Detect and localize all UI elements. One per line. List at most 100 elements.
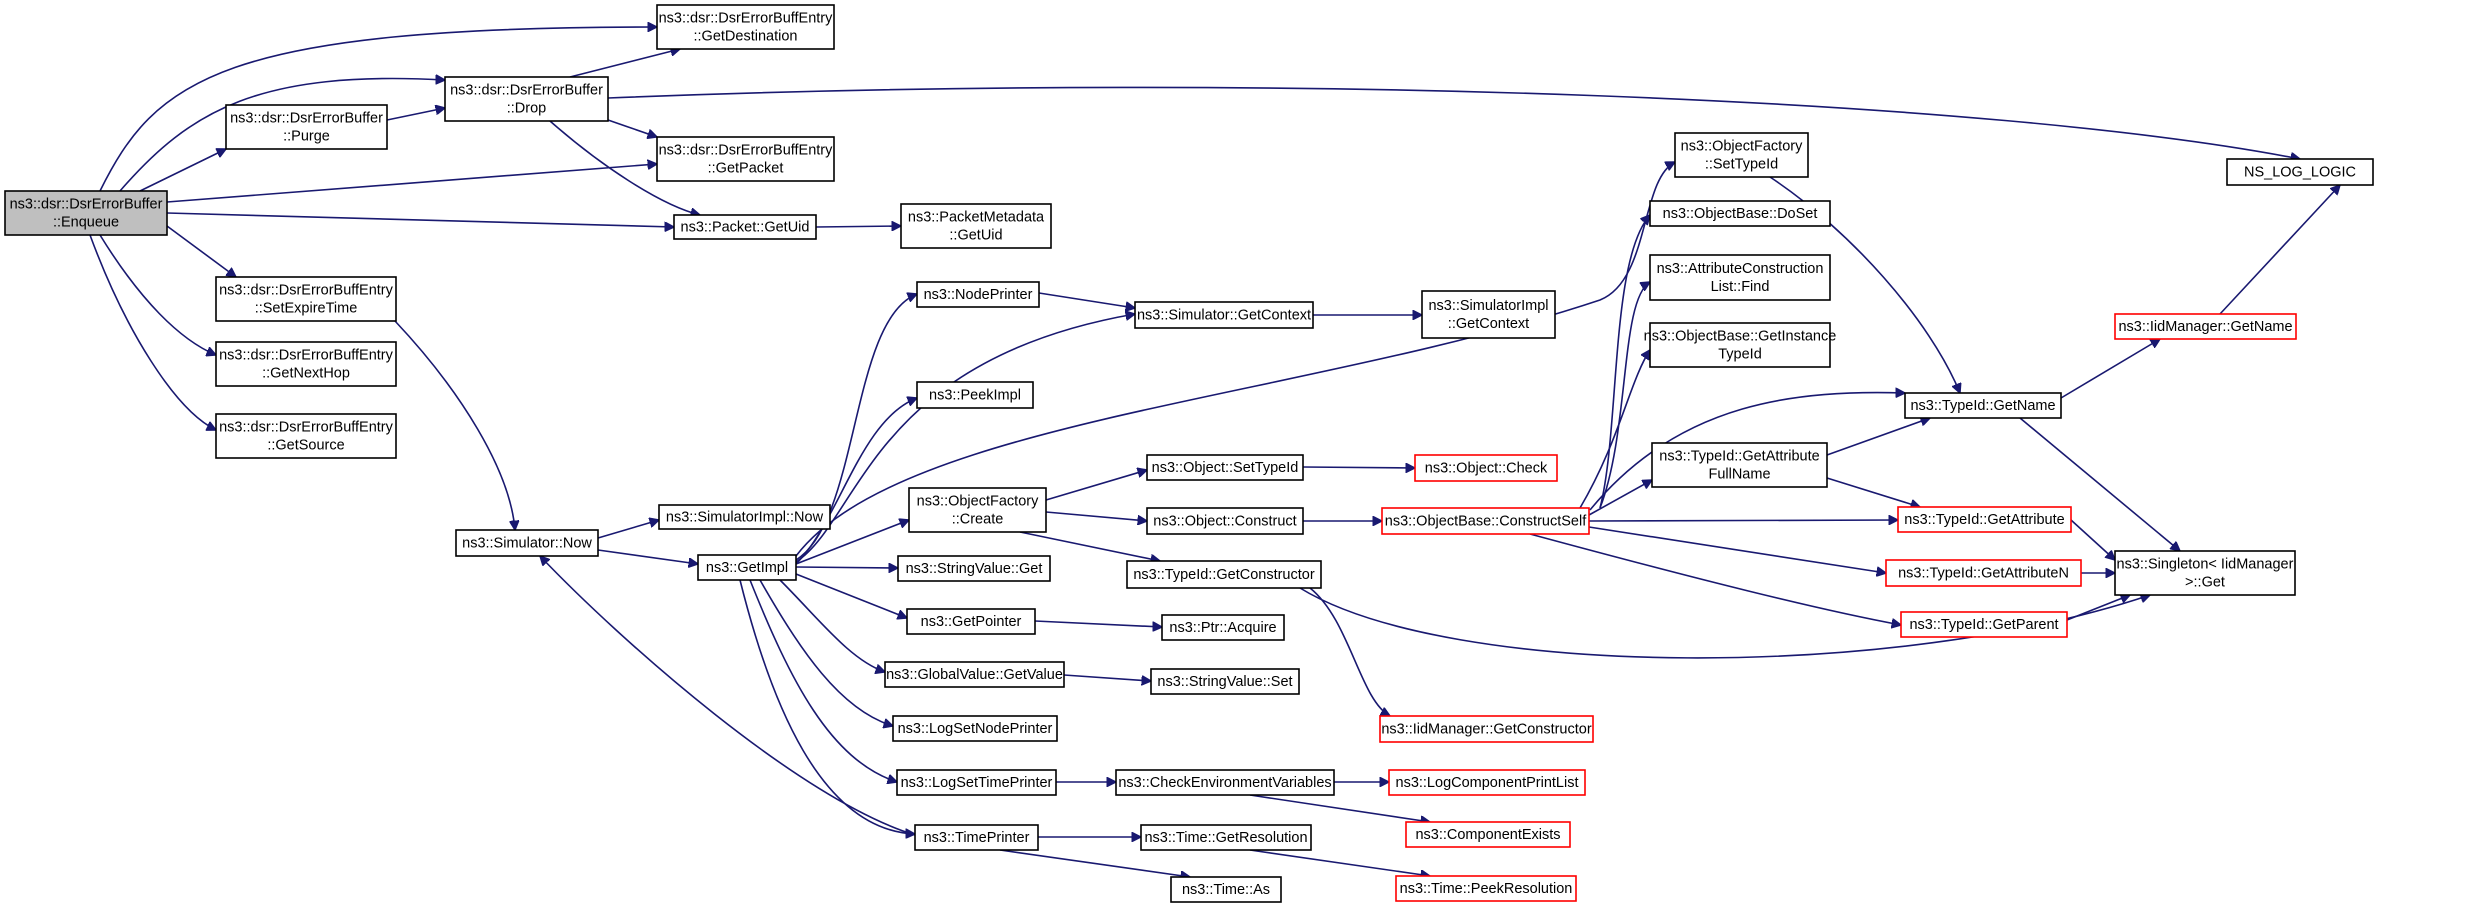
node-box[interactable] xyxy=(1885,559,2082,587)
node-box[interactable] xyxy=(908,487,1047,533)
node-getsource[interactable]: ns3::dsr::DsrErrorBuffEntry::GetSource xyxy=(215,413,397,459)
node-getimpl[interactable]: ns3::GetImpl xyxy=(697,554,797,581)
node-objcheck[interactable]: ns3::Object::Check xyxy=(1414,454,1558,482)
node-getdest[interactable]: ns3::dsr::DsrErrorBuffEntry::GetDestinat… xyxy=(656,4,835,50)
node-tidgetparent[interactable]: ns3::TypeId::GetParent xyxy=(1900,611,2068,638)
node-iidgetctor[interactable]: ns3::IidManager::GetConstructor xyxy=(1379,715,1594,743)
node-setexpire[interactable]: ns3::dsr::DsrErrorBuffEntry::SetExpireTi… xyxy=(215,276,397,322)
node-peekimpl[interactable]: ns3::PeekImpl xyxy=(916,381,1034,409)
node-logsetnode[interactable]: ns3::LogSetNodePrinter xyxy=(892,715,1058,742)
node-compexists[interactable]: ns3::ComponentExists xyxy=(1405,821,1571,848)
node-box[interactable] xyxy=(2114,313,2297,340)
node-box[interactable] xyxy=(215,341,397,387)
node-box[interactable] xyxy=(1900,611,2068,638)
node-enqueue[interactable]: ns3::dsr::DsrErrorBuffer::Enqueue xyxy=(4,190,168,236)
node-box[interactable] xyxy=(455,529,599,557)
node-box[interactable] xyxy=(1649,200,1831,227)
node-box[interactable] xyxy=(914,824,1039,851)
node-box[interactable] xyxy=(906,608,1036,635)
node-tidgetattr[interactable]: ns3::TypeId::GetAttribute xyxy=(1897,506,2072,533)
node-simimplgetctx[interactable]: ns3::SimulatorImpl::GetContext xyxy=(1421,290,1556,339)
node-box[interactable] xyxy=(1115,769,1335,796)
node-purge[interactable]: ns3::dsr::DsrErrorBuffer::Purge xyxy=(225,104,388,150)
node-box[interactable] xyxy=(1161,614,1285,641)
node-box[interactable] xyxy=(1651,442,1828,488)
node-timegetres[interactable]: ns3::Time::GetResolution xyxy=(1140,824,1312,851)
node-box[interactable] xyxy=(897,555,1051,582)
node-box[interactable] xyxy=(1150,668,1300,695)
node-simimplnow[interactable]: ns3::SimulatorImpl::Now xyxy=(658,504,831,530)
node-tidgetattrn[interactable]: ns3::TypeId::GetAttributeN xyxy=(1885,559,2082,587)
node-singleton[interactable]: ns3::Singleton< IidManager>::Get xyxy=(2114,550,2296,596)
node-box[interactable] xyxy=(1379,715,1594,743)
node-box[interactable] xyxy=(1649,254,1831,301)
node-getpacket[interactable]: ns3::dsr::DsrErrorBuffEntry::GetPacket xyxy=(656,136,835,182)
node-stringget[interactable]: ns3::StringValue::Get xyxy=(897,555,1051,582)
node-checkenv[interactable]: ns3::CheckEnvironmentVariables xyxy=(1115,769,1335,796)
node-iidgetname[interactable]: ns3::IidManager::GetName xyxy=(2114,313,2297,340)
node-box[interactable] xyxy=(697,554,797,581)
node-box[interactable] xyxy=(215,276,397,322)
node-box[interactable] xyxy=(656,4,835,50)
node-box[interactable] xyxy=(1897,506,2072,533)
node-box[interactable] xyxy=(215,413,397,459)
node-stringset[interactable]: ns3::StringValue::Set xyxy=(1150,668,1300,695)
node-timeas[interactable]: ns3::Time::As xyxy=(1170,876,1282,903)
node-box[interactable] xyxy=(225,104,388,150)
node-ptracquire[interactable]: ns3::Ptr::Acquire xyxy=(1161,614,1285,641)
node-box[interactable] xyxy=(1126,560,1322,589)
node-logcomp[interactable]: ns3::LogComponentPrintList xyxy=(1388,769,1586,796)
node-box[interactable] xyxy=(673,214,817,240)
node-nodeprinter[interactable]: ns3::NodePrinter xyxy=(916,281,1040,308)
node-box[interactable] xyxy=(892,715,1058,742)
node-box[interactable] xyxy=(1414,454,1558,482)
node-timeprinter[interactable]: ns3::TimePrinter xyxy=(914,824,1039,851)
node-getuid[interactable]: ns3::Packet::GetUid xyxy=(673,214,817,240)
node-nslog[interactable]: NS_LOG_LOGIC xyxy=(2226,158,2374,186)
node-getnexthop[interactable]: ns3::dsr::DsrErrorBuffEntry::GetNextHop xyxy=(215,341,397,387)
node-box[interactable] xyxy=(2114,550,2296,596)
node-box[interactable] xyxy=(1405,821,1571,848)
node-box[interactable] xyxy=(1170,876,1282,903)
node-box[interactable] xyxy=(4,190,168,236)
node-box[interactable] xyxy=(1904,392,2062,419)
node-tidgetname[interactable]: ns3::TypeId::GetName xyxy=(1904,392,2062,419)
node-objsettypeid[interactable]: ns3::Object::SetTypeId xyxy=(1146,454,1304,481)
node-drop[interactable]: ns3::dsr::DsrErrorBuffer::Drop xyxy=(444,76,609,122)
node-box[interactable] xyxy=(658,504,831,530)
node-box[interactable] xyxy=(1140,824,1312,851)
node-box[interactable] xyxy=(1649,322,1831,368)
node-constructself[interactable]: ns3::ObjectBase::ConstructSelf xyxy=(1381,507,1590,535)
node-box[interactable] xyxy=(1421,290,1556,339)
node-box[interactable] xyxy=(1395,875,1577,902)
node-ofsettypeid[interactable]: ns3::ObjectFactory::SetTypeId xyxy=(1674,132,1809,178)
node-objconstruct[interactable]: ns3::Object::Construct xyxy=(1146,507,1304,535)
node-gvgetvalue[interactable]: ns3::GlobalValue::GetValue xyxy=(884,661,1065,688)
node-box[interactable] xyxy=(884,661,1065,688)
node-timepeekres[interactable]: ns3::Time::PeekResolution xyxy=(1395,875,1577,902)
node-box[interactable] xyxy=(916,281,1040,308)
node-box[interactable] xyxy=(2226,158,2374,186)
node-box[interactable] xyxy=(656,136,835,182)
node-box[interactable] xyxy=(900,203,1052,249)
node-box[interactable] xyxy=(444,76,609,122)
node-box[interactable] xyxy=(1381,507,1590,535)
node-logsettime[interactable]: ns3::LogSetTimePrinter xyxy=(896,769,1057,796)
node-tidgetctor[interactable]: ns3::TypeId::GetConstructor xyxy=(1126,560,1322,589)
node-ofcreate[interactable]: ns3::ObjectFactory::Create xyxy=(908,487,1047,533)
node-simgetctx[interactable]: ns3::Simulator::GetContext xyxy=(1134,301,1314,329)
node-box[interactable] xyxy=(1674,132,1809,178)
node-box[interactable] xyxy=(1146,454,1304,481)
node-box[interactable] xyxy=(896,769,1057,796)
node-simnow[interactable]: ns3::Simulator::Now xyxy=(455,529,599,557)
node-getpointer[interactable]: ns3::GetPointer xyxy=(906,608,1036,635)
node-box[interactable] xyxy=(1134,301,1314,329)
node-box[interactable] xyxy=(916,381,1034,409)
node-box[interactable] xyxy=(1146,507,1304,535)
node-obdoset[interactable]: ns3::ObjectBase::DoSet xyxy=(1649,200,1831,227)
node-pmgetuid[interactable]: ns3::PacketMetadata::GetUid xyxy=(900,203,1052,249)
node-box[interactable] xyxy=(1388,769,1586,796)
